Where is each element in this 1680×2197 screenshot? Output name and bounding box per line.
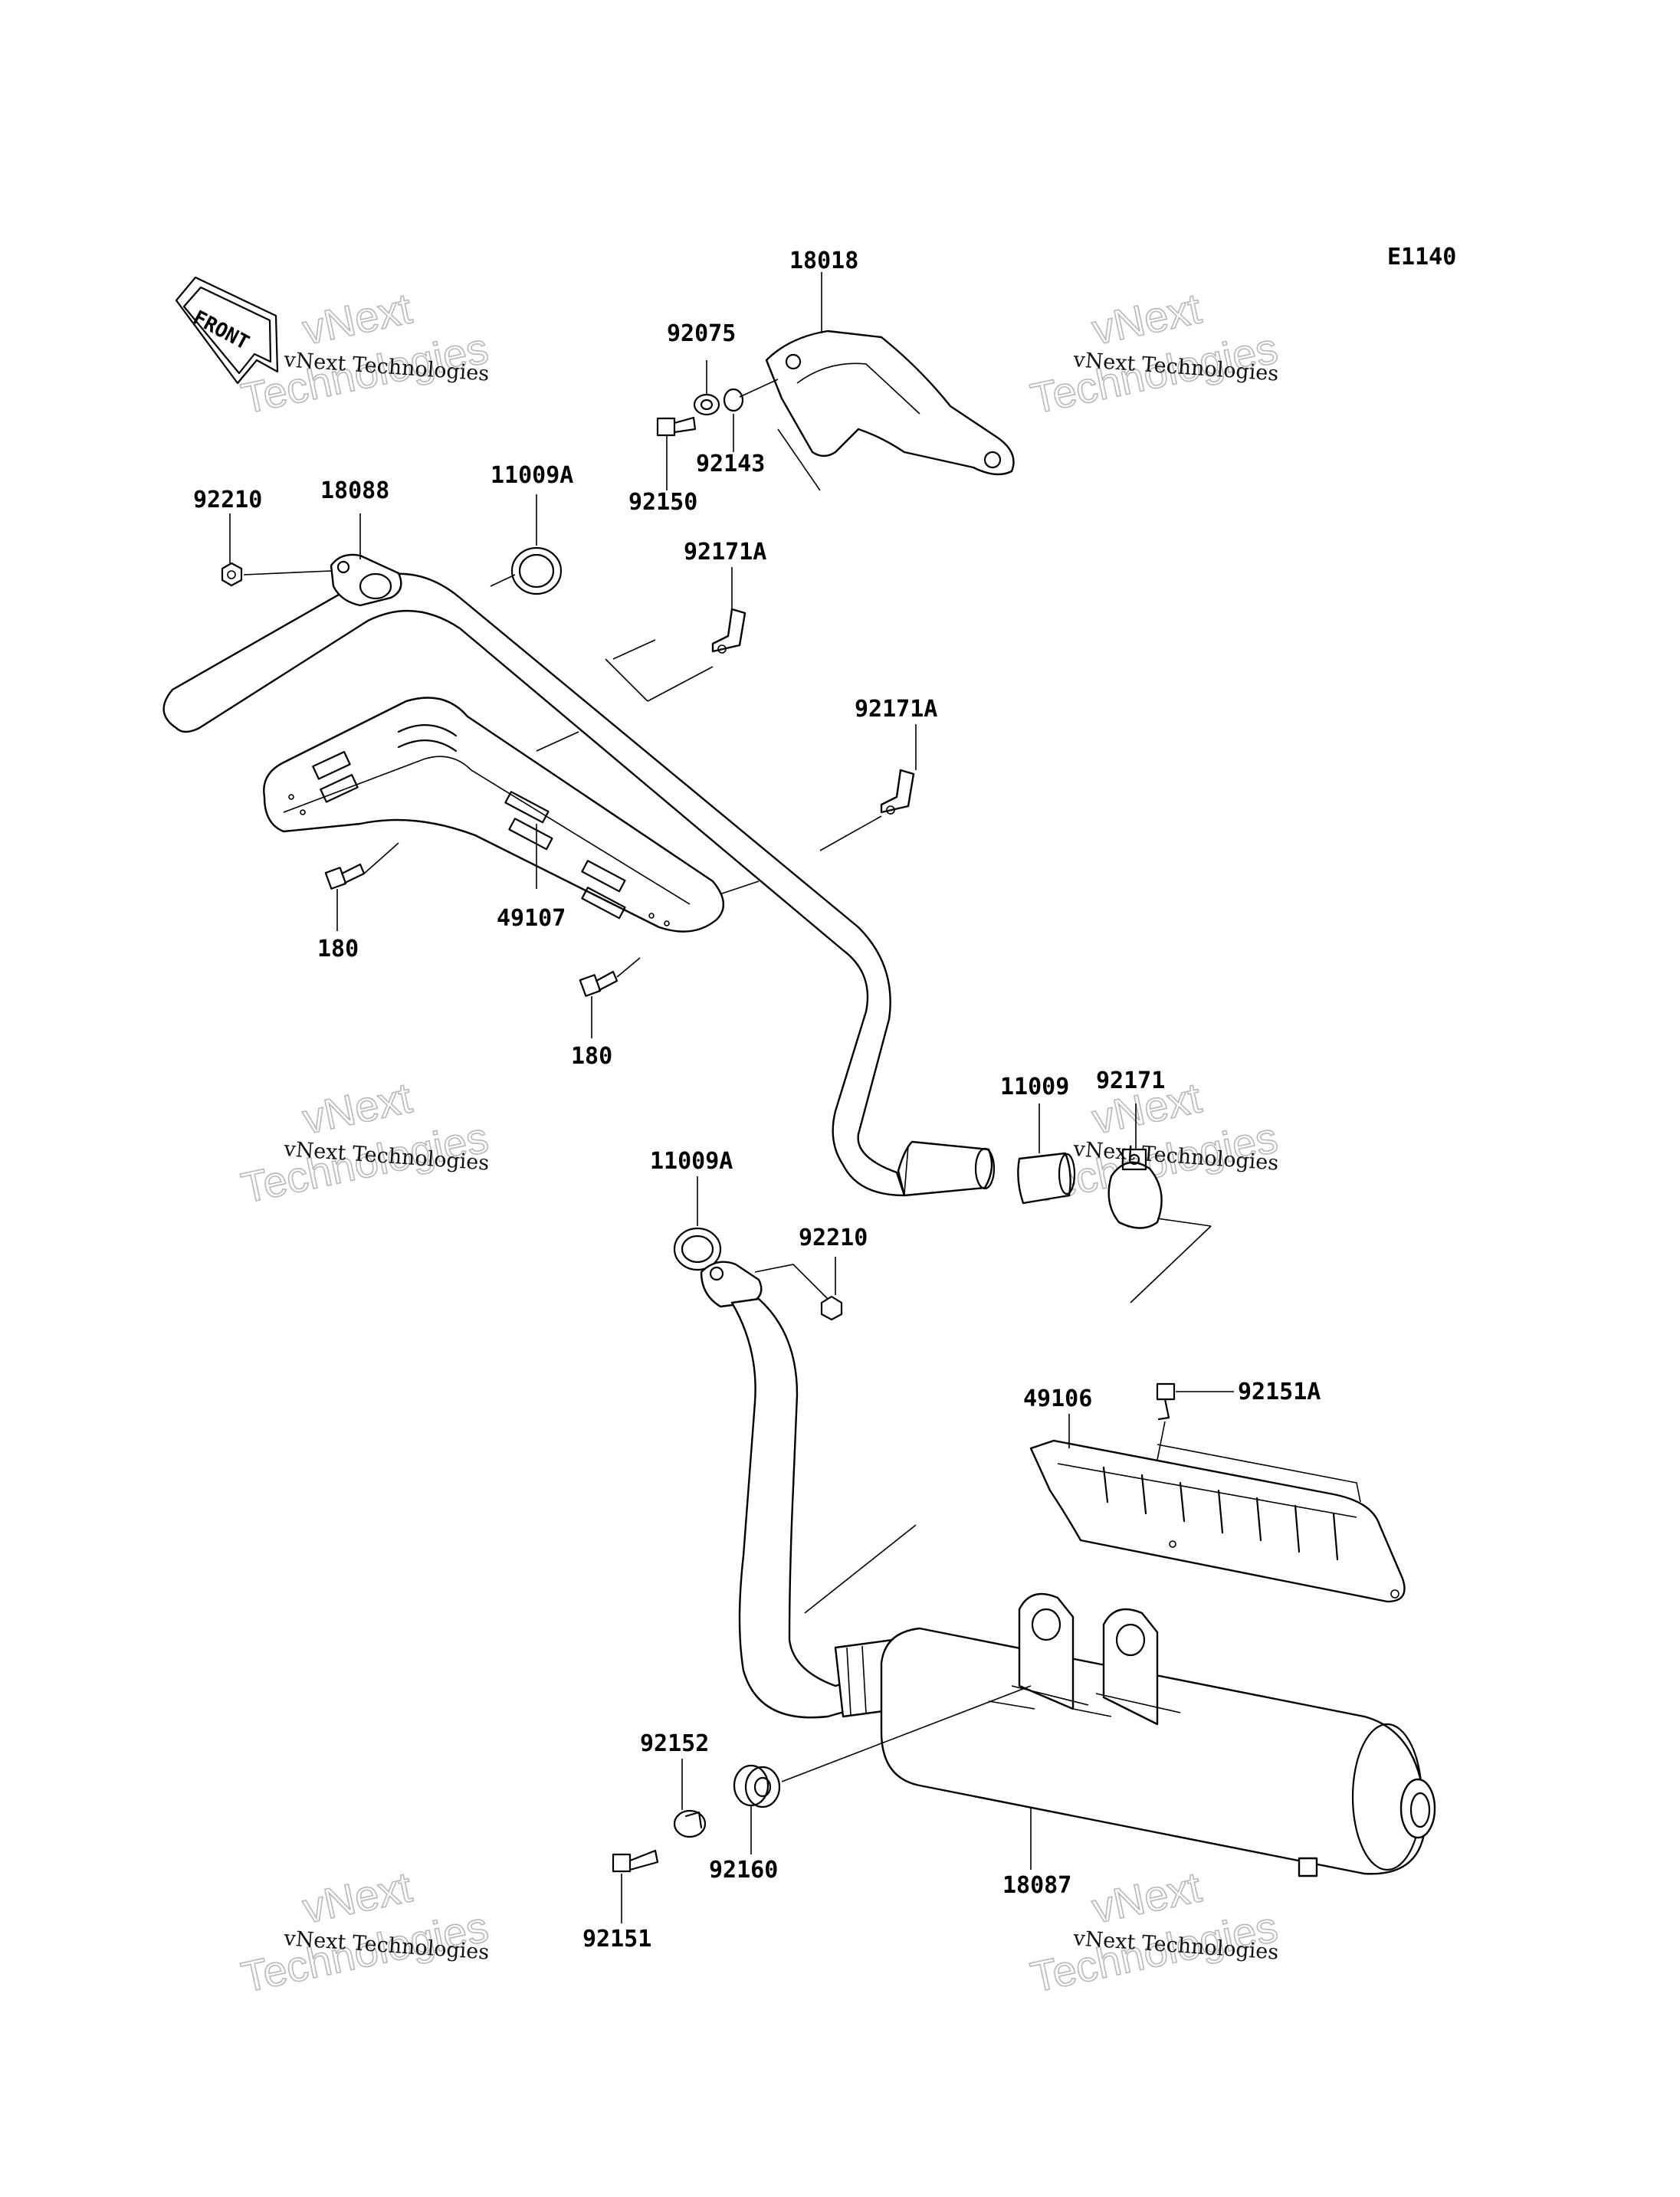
watermark-top-left: vNext Technologies vNext Technologies: [237, 283, 493, 423]
label-92171a-1: 92171A: [684, 539, 766, 566]
label-92171: 92171: [1096, 1067, 1165, 1094]
grommet-92160: [733, 1764, 781, 1808]
front-arrow-icon: FRONT: [175, 276, 279, 385]
heat-shield-18018: [765, 330, 1015, 476]
label-92150: 92150: [628, 489, 697, 516]
heat-shield-49107: [263, 697, 724, 933]
exhaust-pipe-lower: [700, 1261, 902, 1719]
heat-shield-49106: [1029, 1439, 1406, 1603]
front-arrow-label: FRONT: [189, 307, 253, 355]
label-92143: 92143: [696, 451, 765, 477]
label-92075: 92075: [667, 320, 736, 347]
label-11009a-bottom: 11009A: [650, 1148, 733, 1175]
bolt-92151a: [1156, 1382, 1176, 1421]
washer-92152: [673, 1809, 707, 1838]
label-92152: 92152: [640, 1730, 709, 1757]
label-49107: 49107: [497, 905, 566, 932]
bracket-92171a-2: [880, 769, 915, 815]
watermark-top-right: vNext Technologies vNext Technologies: [1026, 283, 1282, 423]
part-labels: 18018 92075 92143 92150 92210 18088 1100…: [193, 248, 1321, 1953]
bolt-92150: [656, 416, 697, 437]
muffler-18087: [880, 1592, 1436, 1877]
washer-92075: [693, 393, 720, 416]
label-18087: 18087: [1002, 1872, 1071, 1899]
label-18018: 18018: [789, 248, 858, 274]
bracket-92171a-1: [711, 608, 746, 654]
label-92210-bottom: 92210: [799, 1225, 868, 1251]
label-180-1: 180: [317, 936, 359, 962]
bolt-180-2: [579, 970, 619, 997]
watermark-mid-left: vNext Technologies vNext Technologies: [237, 1072, 493, 1212]
nut-92210-bottom: [820, 1295, 843, 1321]
label-92210-top: 92210: [193, 487, 262, 513]
bolt-180-1: [324, 863, 366, 890]
label-180-2: 180: [571, 1043, 612, 1070]
collar-92143: [723, 388, 744, 412]
clamp-92171: [1107, 1148, 1163, 1229]
watermark-bottom-left: vNext Technologies vNext Technologies: [237, 1861, 493, 2002]
label-92151a: 92151A: [1238, 1379, 1321, 1405]
gasket-11009a-bottom: [673, 1227, 722, 1271]
label-18088: 18088: [320, 477, 389, 504]
bolt-92151: [612, 1849, 659, 1873]
label-49106: 49106: [1023, 1385, 1092, 1412]
sleeve-11009: [1017, 1152, 1076, 1205]
label-92151: 92151: [582, 1926, 651, 1953]
flange-18088: [330, 553, 402, 607]
diagram-code: E1140: [1387, 244, 1456, 271]
label-92160: 92160: [709, 1857, 778, 1884]
label-92171a-2: 92171A: [855, 696, 937, 723]
nut-92210-top: [221, 562, 243, 587]
label-11009: 11009: [1000, 1074, 1069, 1100]
label-11009a-top: 11009A: [491, 462, 573, 489]
gasket-11009a-top: [510, 546, 563, 595]
